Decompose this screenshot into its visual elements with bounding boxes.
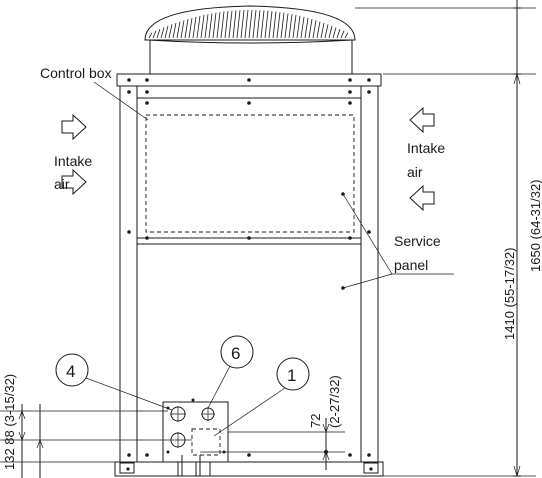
intake-arrow-right-bottom (409, 184, 435, 212)
fan-guard-line (208, 13, 213, 39)
fan-guard-line (224, 11, 229, 39)
fan-guard-line (236, 10, 241, 39)
dimension-72 (200, 418, 345, 470)
fan-guard-line (272, 11, 277, 39)
fan-guard-line (180, 20, 185, 39)
fan-guard-line (172, 22, 177, 39)
label-intake-left-1: Intake (54, 153, 92, 169)
fan-guard-line (260, 10, 265, 39)
fan-guard-line (156, 28, 161, 39)
svg-text:1: 1 (287, 366, 296, 385)
fan-guard-line (296, 15, 301, 39)
fan-guard-line (240, 10, 245, 39)
callout-1: 1 (213, 357, 310, 437)
dimension-right (355, 0, 536, 477)
fan-guard-line (280, 12, 285, 39)
fan-guard-line (184, 19, 189, 39)
fan-guard-line (204, 14, 209, 39)
fan-guard-line (340, 30, 345, 39)
fan-guard (144, 5, 356, 74)
fan-guard-line (160, 27, 165, 39)
fan-guard-line (252, 10, 257, 39)
callout-6: 6 (207, 335, 254, 409)
fan-guard-line (284, 13, 289, 39)
label-intake-right-1: Intake (407, 140, 445, 156)
label-service-1: Service (394, 233, 441, 249)
screws (126, 78, 373, 471)
dim-1650: 1650 (64-31/32) (528, 179, 542, 272)
label-intake-right-2: air (407, 164, 423, 180)
fan-guard-line (216, 12, 221, 39)
fan-guard-line (200, 14, 205, 39)
dim-1410: 1410 (55-17/32) (502, 247, 517, 340)
fan-guard-line (232, 10, 237, 39)
fan-guard-line (168, 24, 173, 39)
fan-guard-line (148, 32, 153, 39)
svg-text:6: 6 (231, 344, 240, 363)
fan-guard-line (292, 14, 297, 39)
callout-4: 4 (55, 353, 173, 411)
fan-guard-line (176, 21, 181, 39)
fan-guard-line (228, 10, 233, 39)
fan-guard-line (268, 11, 273, 39)
fan-guard-line (212, 12, 217, 39)
fan-guard-line (328, 25, 333, 39)
dim-72-inch: (2-27/32) (327, 375, 342, 428)
leader-service-panel (342, 193, 393, 289)
fan-guard-line (248, 9, 253, 39)
fan-guard-line (312, 20, 317, 39)
leader-control-box (93, 81, 149, 121)
label-service-2: panel (394, 257, 428, 273)
fan-guard-line (220, 11, 225, 39)
dimension-left (0, 404, 170, 478)
fan-guard-line (276, 12, 281, 39)
fan-guard-line (316, 21, 321, 39)
label-control-box: Control box (40, 65, 112, 81)
fan-guard-line (264, 10, 269, 39)
intake-arrow-left-bottom (61, 168, 87, 196)
dim-left: 132 88 (3-15/32) (2, 374, 17, 470)
fan-guard-line (308, 19, 313, 39)
fan-guard-line (188, 17, 193, 39)
fan-guard-line (336, 28, 341, 39)
fan-guard-line (332, 27, 337, 39)
fan-guard-line (192, 16, 197, 39)
svg-text:4: 4 (66, 362, 75, 381)
fan-guard-line (324, 24, 329, 39)
fan-guard-line (320, 22, 325, 39)
cabinet (114, 86, 384, 477)
fan-guard-line (256, 10, 261, 39)
fan-guard-line (164, 25, 169, 39)
fan-guard-line (244, 9, 249, 39)
top-cap (116, 73, 382, 87)
intake-arrow-right-top (409, 106, 435, 134)
fan-guard-line (300, 16, 305, 39)
fan-guard-line (152, 30, 157, 39)
fan-guard-line (344, 32, 349, 39)
piping-plate (162, 398, 229, 476)
label-intake-left-2: air (54, 176, 70, 192)
dim-72: 72 (308, 414, 323, 428)
intake-arrow-left-top (61, 113, 87, 141)
control-box-outline (145, 114, 355, 233)
fan-guard-line (196, 15, 201, 39)
fan-guard-line (288, 14, 293, 39)
fan-guard-line (304, 17, 309, 39)
